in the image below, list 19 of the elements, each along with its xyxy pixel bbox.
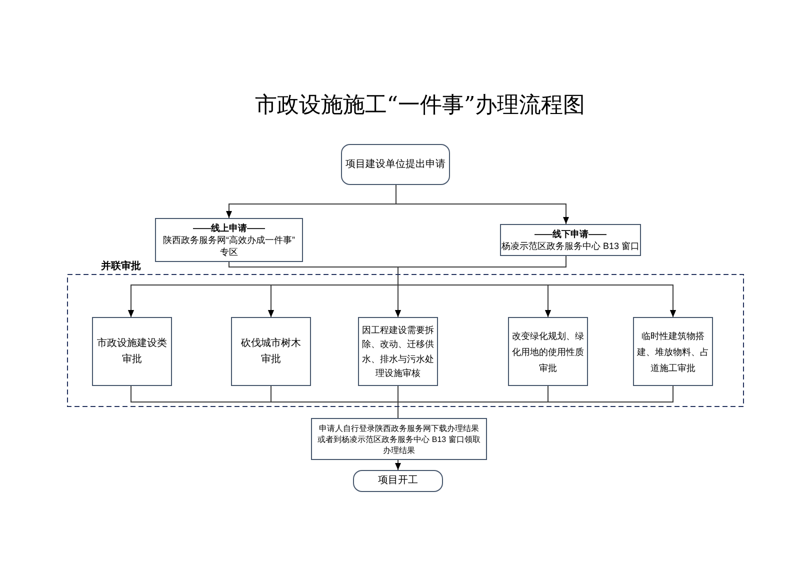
approval-box: 改变绿化规划、绿化用地的使用性质审批 bbox=[508, 317, 588, 386]
channel-heading: ——线上申请—— bbox=[193, 222, 265, 234]
channel-heading: ——线下申请—— bbox=[534, 228, 606, 240]
approval-box: 砍伐城市树木审批 bbox=[231, 317, 311, 386]
arrow bbox=[395, 460, 401, 470]
channel-text: 杨凌示范区政务服务中心 B13 窗口 bbox=[501, 240, 640, 252]
title: 市政设施施工“一件事”办理流程图 bbox=[254, 94, 586, 118]
channel-box bbox=[155, 218, 303, 262]
group-label: 并联审批 bbox=[101, 261, 141, 273]
approval-box: 因工程建设需要拆除、改动、迁移供水、排水与污水处理设施审核 bbox=[358, 317, 438, 386]
approval-box: 临时性建筑物搭建、堆放物料、占道施工审批 bbox=[633, 317, 713, 386]
approval-box: 市政设施建设类审批 bbox=[92, 317, 172, 386]
result-box: 申请人自行登录陕西政务服务网下载办理结果或者到杨凌示范区政务服务中心 B13 窗口领取办理结果 bbox=[311, 418, 487, 460]
channel-text: 陕西政务服务网“高效办成一件事”专区 bbox=[162, 234, 296, 258]
channel-box bbox=[500, 224, 641, 256]
end-box: 项目开工 bbox=[353, 470, 443, 492]
start-box: 项目建设单位提出申请 bbox=[341, 144, 450, 185]
connector-line bbox=[398, 386, 674, 418]
arrow bbox=[396, 184, 569, 224]
